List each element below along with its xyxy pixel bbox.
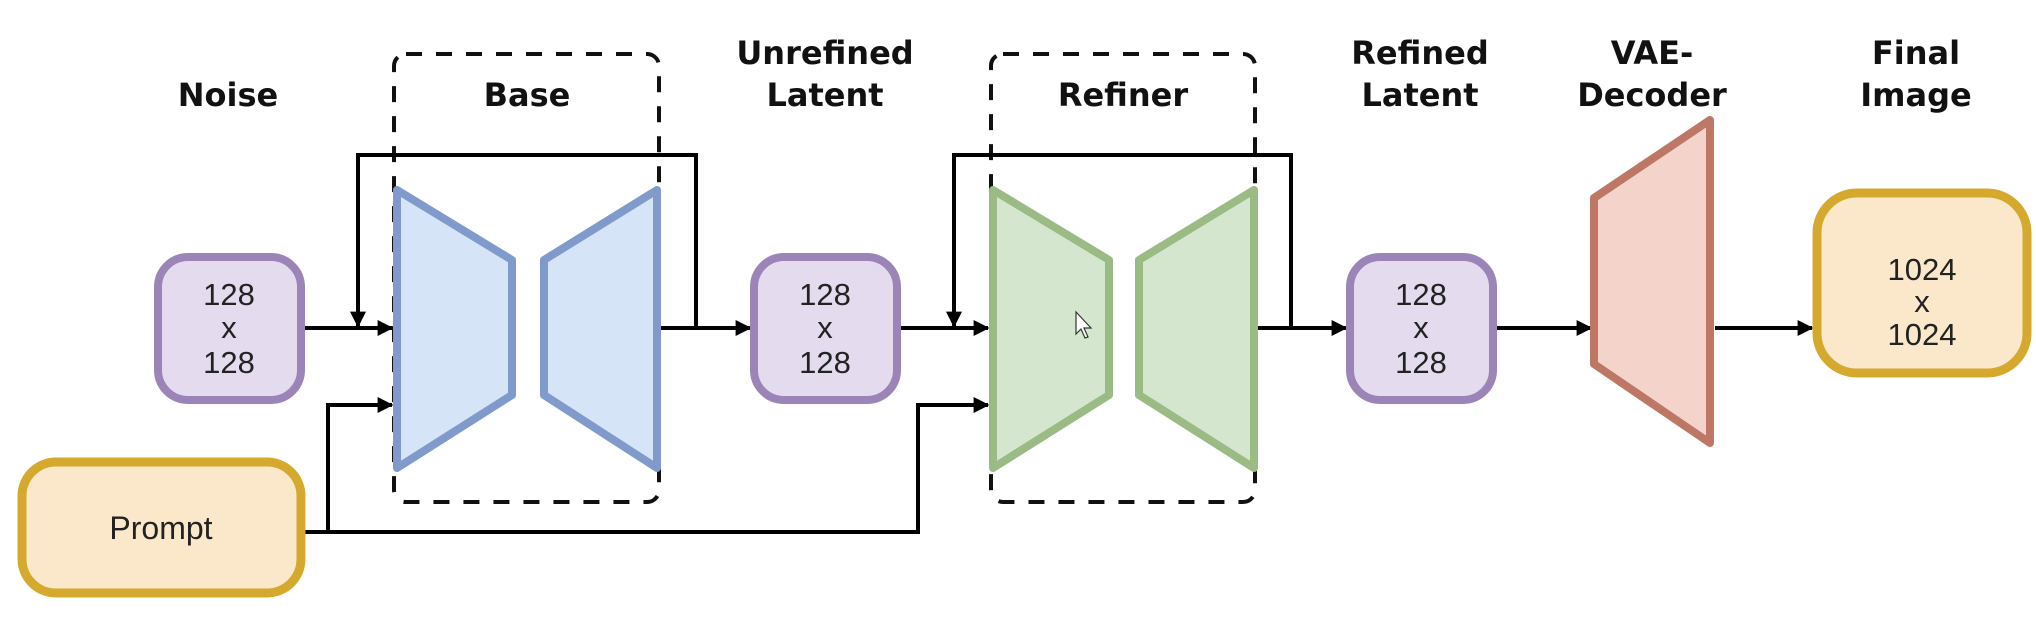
unrefined-latent-label-line2: Latent [766, 76, 883, 114]
final-image-node: 1024 x 1024 [1812, 188, 2032, 378]
final-dim-x: x [1914, 284, 1930, 319]
refined-latent-label-line2: Latent [1361, 76, 1478, 114]
final-image-label-line2: Image [1860, 76, 1971, 114]
refined-dim-x: x [1413, 310, 1429, 345]
vae-decoder-shape [1590, 116, 1714, 447]
refined-latent-label-line1: Refined [1351, 34, 1488, 72]
prompt-to-refiner-arrow [303, 397, 990, 534]
final-image-label-line1: Final [1872, 34, 1960, 72]
connectors [303, 153, 1814, 534]
refined-latent-node: 128 x 128 [1346, 253, 1497, 404]
refiner-decoder-shape [1135, 186, 1258, 472]
unrefined-dim-bottom: 128 [799, 345, 851, 380]
base-encoder-shape [393, 186, 516, 472]
unrefined-dim-top: 128 [799, 277, 851, 312]
refiner-unet [989, 186, 1258, 472]
prompt-node: Prompt [17, 457, 306, 598]
refiner-label: Refiner [1058, 76, 1189, 114]
noise-node: 128 x 128 [154, 253, 305, 404]
refined-dim-bottom: 128 [1395, 345, 1447, 380]
refiner-encoder-shape [989, 186, 1113, 472]
noise-label: Noise [178, 76, 278, 114]
noise-dim-bottom: 128 [203, 345, 255, 380]
final-dim-bottom: 1024 [1888, 317, 1957, 352]
final-image-box [1812, 188, 2032, 378]
vae-decoder-label-line2: Decoder [1577, 76, 1727, 114]
noise-dim-top: 128 [203, 277, 255, 312]
refined-dim-top: 128 [1395, 277, 1447, 312]
final-dim-top: 1024 [1888, 252, 1957, 287]
base-label: Base [484, 76, 571, 114]
refined-latent-box [1346, 253, 1497, 404]
unrefined-dim-x: x [817, 310, 833, 345]
noise-box [154, 253, 305, 404]
prompt-to-base-arrow [303, 397, 394, 534]
mouse-cursor-icon [1075, 310, 1093, 339]
unrefined-latent-label-line1: Unrefined [736, 34, 913, 72]
vae-decoder-label-line1: VAE- [1611, 34, 1694, 72]
noise-dim-x: x [221, 310, 237, 345]
base-decoder-shape [540, 186, 661, 472]
unrefined-latent-node: 128 x 128 [750, 253, 901, 404]
base-unet [393, 186, 661, 472]
unrefined-latent-box [750, 253, 901, 404]
prompt-box [17, 457, 306, 598]
prompt-text: Prompt [109, 510, 212, 546]
